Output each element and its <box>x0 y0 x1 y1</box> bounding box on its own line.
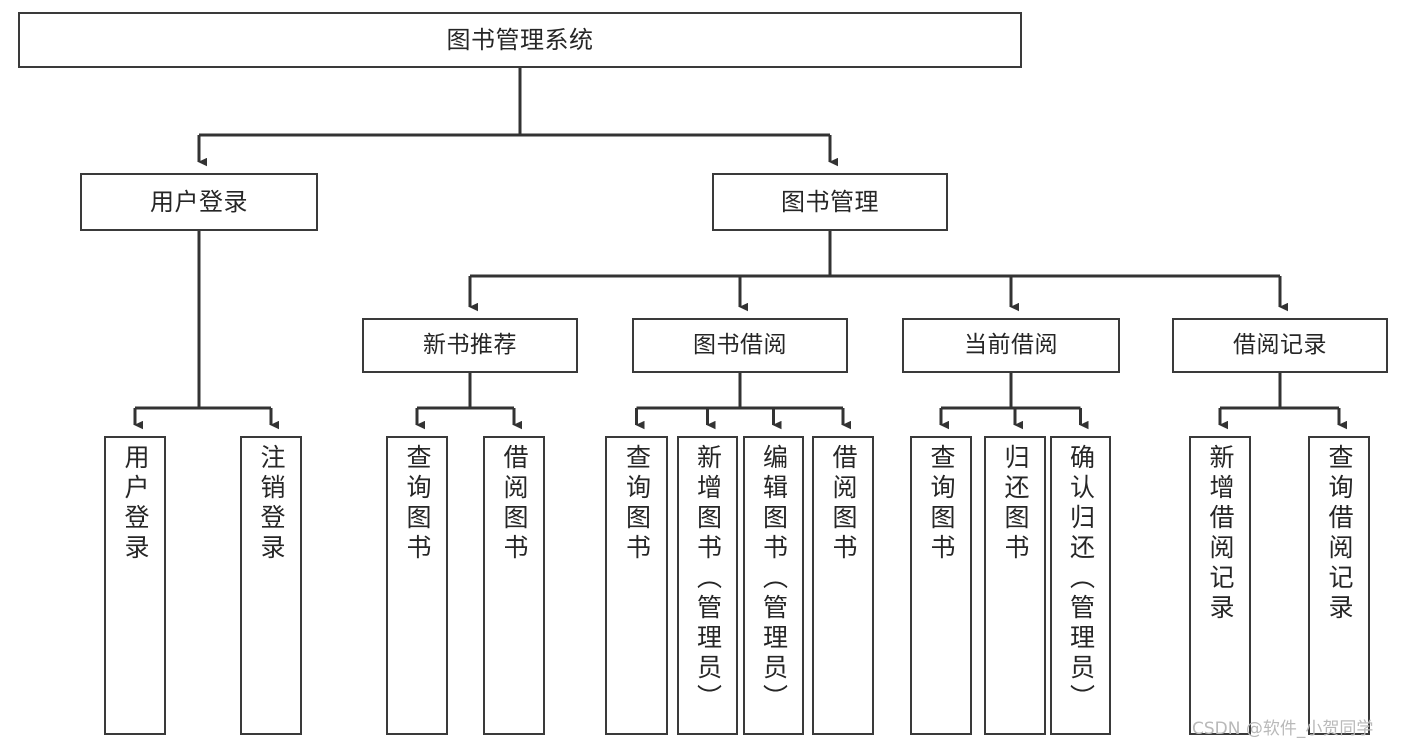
node-borrow-record-label: 借阅记录 <box>1233 331 1327 358</box>
node-user-login[interactable]: 用户登录 <box>80 173 318 231</box>
node-leaf-edit-book-admin[interactable]: 编辑图书（管理员） <box>743 436 804 735</box>
node-leaf-borrow-book-1[interactable]: 借阅图书 <box>483 436 545 735</box>
node-leaf-confirm-return-admin[interactable]: 确认归还（管理员） <box>1050 436 1111 735</box>
node-leaf-add-borrow-record[interactable]: 新增借阅记录 <box>1189 436 1251 735</box>
node-leaf-user-login-label: 用户登录 <box>121 444 150 564</box>
node-leaf-query-book-1[interactable]: 查询图书 <box>386 436 448 735</box>
node-leaf-add-borrow-record-label: 新增借阅记录 <box>1206 444 1235 624</box>
node-leaf-return-book-label: 归还图书 <box>1001 444 1030 564</box>
node-book-manage[interactable]: 图书管理 <box>712 173 948 231</box>
node-leaf-query-book-2-label: 查询图书 <box>622 444 652 564</box>
node-leaf-add-book-admin[interactable]: 新增图书（管理员） <box>677 436 738 735</box>
node-leaf-query-borrow-record-label: 查询借阅记录 <box>1325 444 1354 624</box>
node-current-borrow[interactable]: 当前借阅 <box>902 318 1120 373</box>
node-leaf-logout-login[interactable]: 注销登录 <box>240 436 302 735</box>
node-new-book-recommend[interactable]: 新书推荐 <box>362 318 578 373</box>
node-leaf-query-borrow-record[interactable]: 查询借阅记录 <box>1308 436 1370 735</box>
node-leaf-query-book-1-label: 查询图书 <box>403 444 432 564</box>
node-leaf-logout-login-label: 注销登录 <box>257 444 286 564</box>
node-root[interactable]: 图书管理系统 <box>18 12 1022 68</box>
node-root-label: 图书管理系统 <box>446 25 594 54</box>
node-leaf-user-login[interactable]: 用户登录 <box>104 436 166 735</box>
node-leaf-confirm-return-admin-label: 确认归还（管理员） <box>1066 444 1096 714</box>
node-leaf-borrow-book-1-label: 借阅图书 <box>500 444 529 564</box>
node-leaf-add-book-admin-label: 新增图书（管理员） <box>693 444 723 714</box>
node-leaf-borrow-book-2[interactable]: 借阅图书 <box>812 436 874 735</box>
node-book-manage-label: 图书管理 <box>781 187 879 216</box>
node-leaf-edit-book-admin-label: 编辑图书（管理员） <box>759 444 789 714</box>
node-book-borrow-label: 图书借阅 <box>693 331 787 358</box>
node-leaf-query-book-3-label: 查询图书 <box>927 444 956 564</box>
node-borrow-record[interactable]: 借阅记录 <box>1172 318 1388 373</box>
node-user-login-label: 用户登录 <box>150 187 248 216</box>
node-leaf-return-book[interactable]: 归还图书 <box>984 436 1046 735</box>
node-new-book-recommend-label: 新书推荐 <box>423 331 517 358</box>
node-leaf-query-book-3[interactable]: 查询图书 <box>910 436 972 735</box>
csdn-watermark: CSDN @软件_小贺同学 <box>1192 719 1374 739</box>
node-current-borrow-label: 当前借阅 <box>964 331 1058 358</box>
node-leaf-borrow-book-2-label: 借阅图书 <box>829 444 858 564</box>
node-book-borrow[interactable]: 图书借阅 <box>632 318 848 373</box>
node-leaf-query-book-2[interactable]: 查询图书 <box>605 436 668 735</box>
